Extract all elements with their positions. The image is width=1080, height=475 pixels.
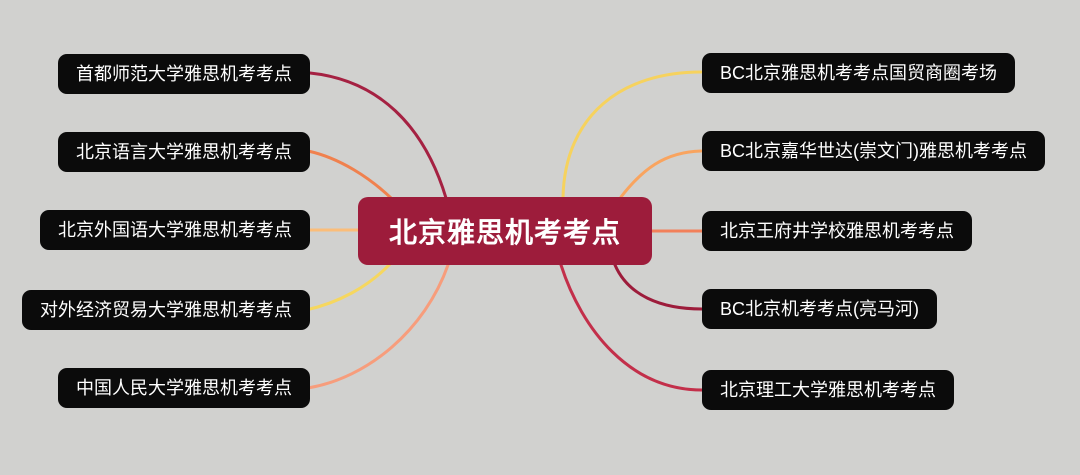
mindmap-node-bc-jiahua-shida[interactable]: BC北京嘉华世达(崇文门)雅思机考考点 (702, 131, 1045, 171)
mindmap-node-bc-guomao[interactable]: BC北京雅思机考考点国贸商圈考场 (702, 53, 1016, 93)
connector-left-5 (306, 263, 450, 390)
connector-right-5 (559, 263, 704, 392)
mindmap-node-zhongguo-renmin[interactable]: 中国人民大学雅思机考考点 (58, 368, 310, 408)
mindmap-node-beijing-waiguoyu[interactable]: 北京外国语大学雅思机考考点 (40, 210, 310, 250)
connector-left-1 (308, 71, 448, 200)
connector-right-1 (561, 70, 703, 199)
mindmap-node-beijing-ligong[interactable]: 北京理工大学雅思机考考点 (702, 370, 954, 410)
connector-left-4 (304, 262, 392, 312)
mindmap-node-wangfujing[interactable]: 北京王府井学校雅思机考考点 (702, 211, 972, 251)
connector-left-2 (306, 149, 393, 200)
mindmap-node-bc-liangmahe[interactable]: BC北京机考考点(亮马河) (702, 289, 937, 329)
mindmap-center-node[interactable]: 北京雅思机考考点 (358, 197, 652, 265)
connector-right-2 (619, 149, 703, 199)
mindmap-node-shoudu-shifan[interactable]: 首都师范大学雅思机考考点 (58, 54, 310, 94)
mindmap-node-duiwai-jingji[interactable]: 对外经济贸易大学雅思机考考点 (22, 290, 310, 330)
mindmap-node-beijing-yuyan[interactable]: 北京语言大学雅思机考考点 (58, 132, 310, 172)
connector-right-4 (613, 263, 704, 311)
